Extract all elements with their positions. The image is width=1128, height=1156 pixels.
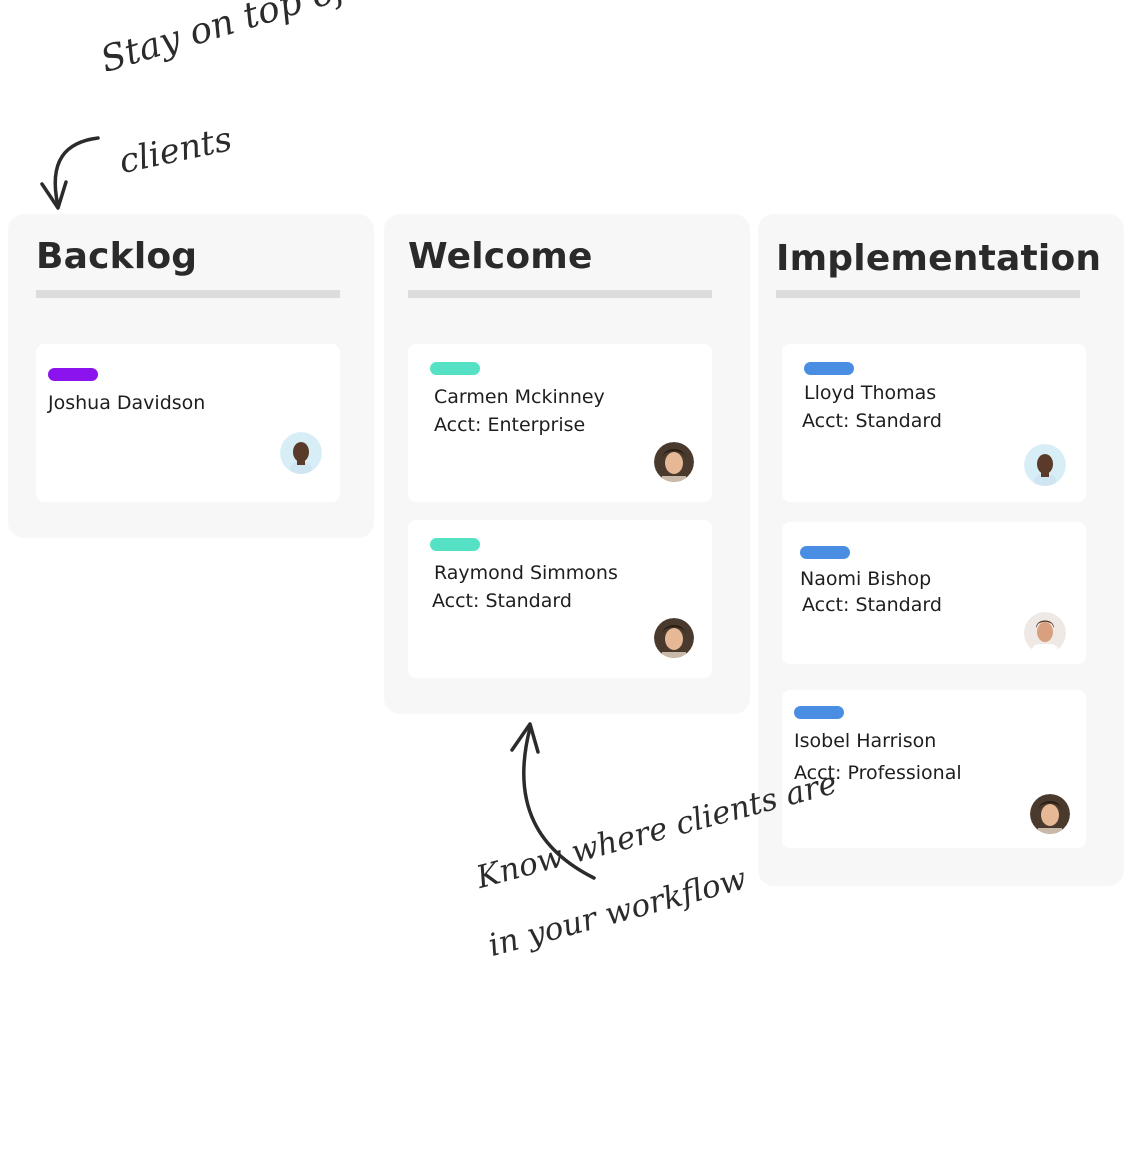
curved-arrow-icon [510,722,596,880]
status-tag [800,546,850,559]
client-card[interactable]: Naomi Bishop Acct: Standard [782,522,1086,664]
woman-avatar [1030,794,1070,834]
client-card[interactable]: Lloyd Thomas Acct: Standard [782,344,1086,502]
smiling-man-avatar [1024,612,1066,654]
client-name: Isobel Harrison [794,730,937,752]
annotation-line: Stay on top of new [96,0,435,82]
column-divider [36,290,340,298]
status-tag [430,362,480,375]
client-card[interactable]: Raymond Simmons Acct: Standard [408,520,712,678]
status-tag [48,368,98,381]
column-implementation: Implementation Lloyd Thomas Acct: Standa… [758,214,1124,886]
woman-avatar [654,442,694,482]
account-type: Acct: Standard [802,594,942,616]
account-type: Acct: Standard [432,590,572,612]
column-title: Welcome [408,236,593,277]
client-card[interactable]: Isobel Harrison Acct: Professional [782,690,1086,848]
status-tag [794,706,844,719]
column-title: Implementation [776,238,1102,279]
man-avatar [1024,444,1066,486]
account-type: Acct: Professional [794,762,962,784]
column-divider [776,290,1080,298]
column-welcome: Welcome Carmen Mckinney Acct: Enterprise… [384,214,750,714]
curved-arrow-icon [40,136,100,210]
status-tag [430,538,480,551]
account-type: Acct: Standard [802,410,942,432]
woman-avatar [654,618,694,658]
client-name: Carmen Mckinney [434,386,605,408]
column-backlog: Backlog Joshua Davidson [8,214,374,538]
man-avatar [280,432,322,474]
annotation-stay-on-top-2: clients [116,119,236,182]
account-type: Acct: Enterprise [434,414,586,436]
client-name: Lloyd Thomas [804,382,937,404]
status-tag [804,362,854,375]
column-title: Backlog [36,236,198,277]
client-name: Joshua Davidson [48,392,206,414]
client-card[interactable]: Carmen Mckinney Acct: Enterprise [408,344,712,502]
column-divider [408,290,712,298]
annotation-line: clients [115,119,236,182]
client-card[interactable]: Joshua Davidson [36,344,340,502]
client-name: Naomi Bishop [800,568,932,590]
annotation-stay-on-top: Stay on top of new [96,0,434,81]
client-name: Raymond Simmons [434,562,618,584]
